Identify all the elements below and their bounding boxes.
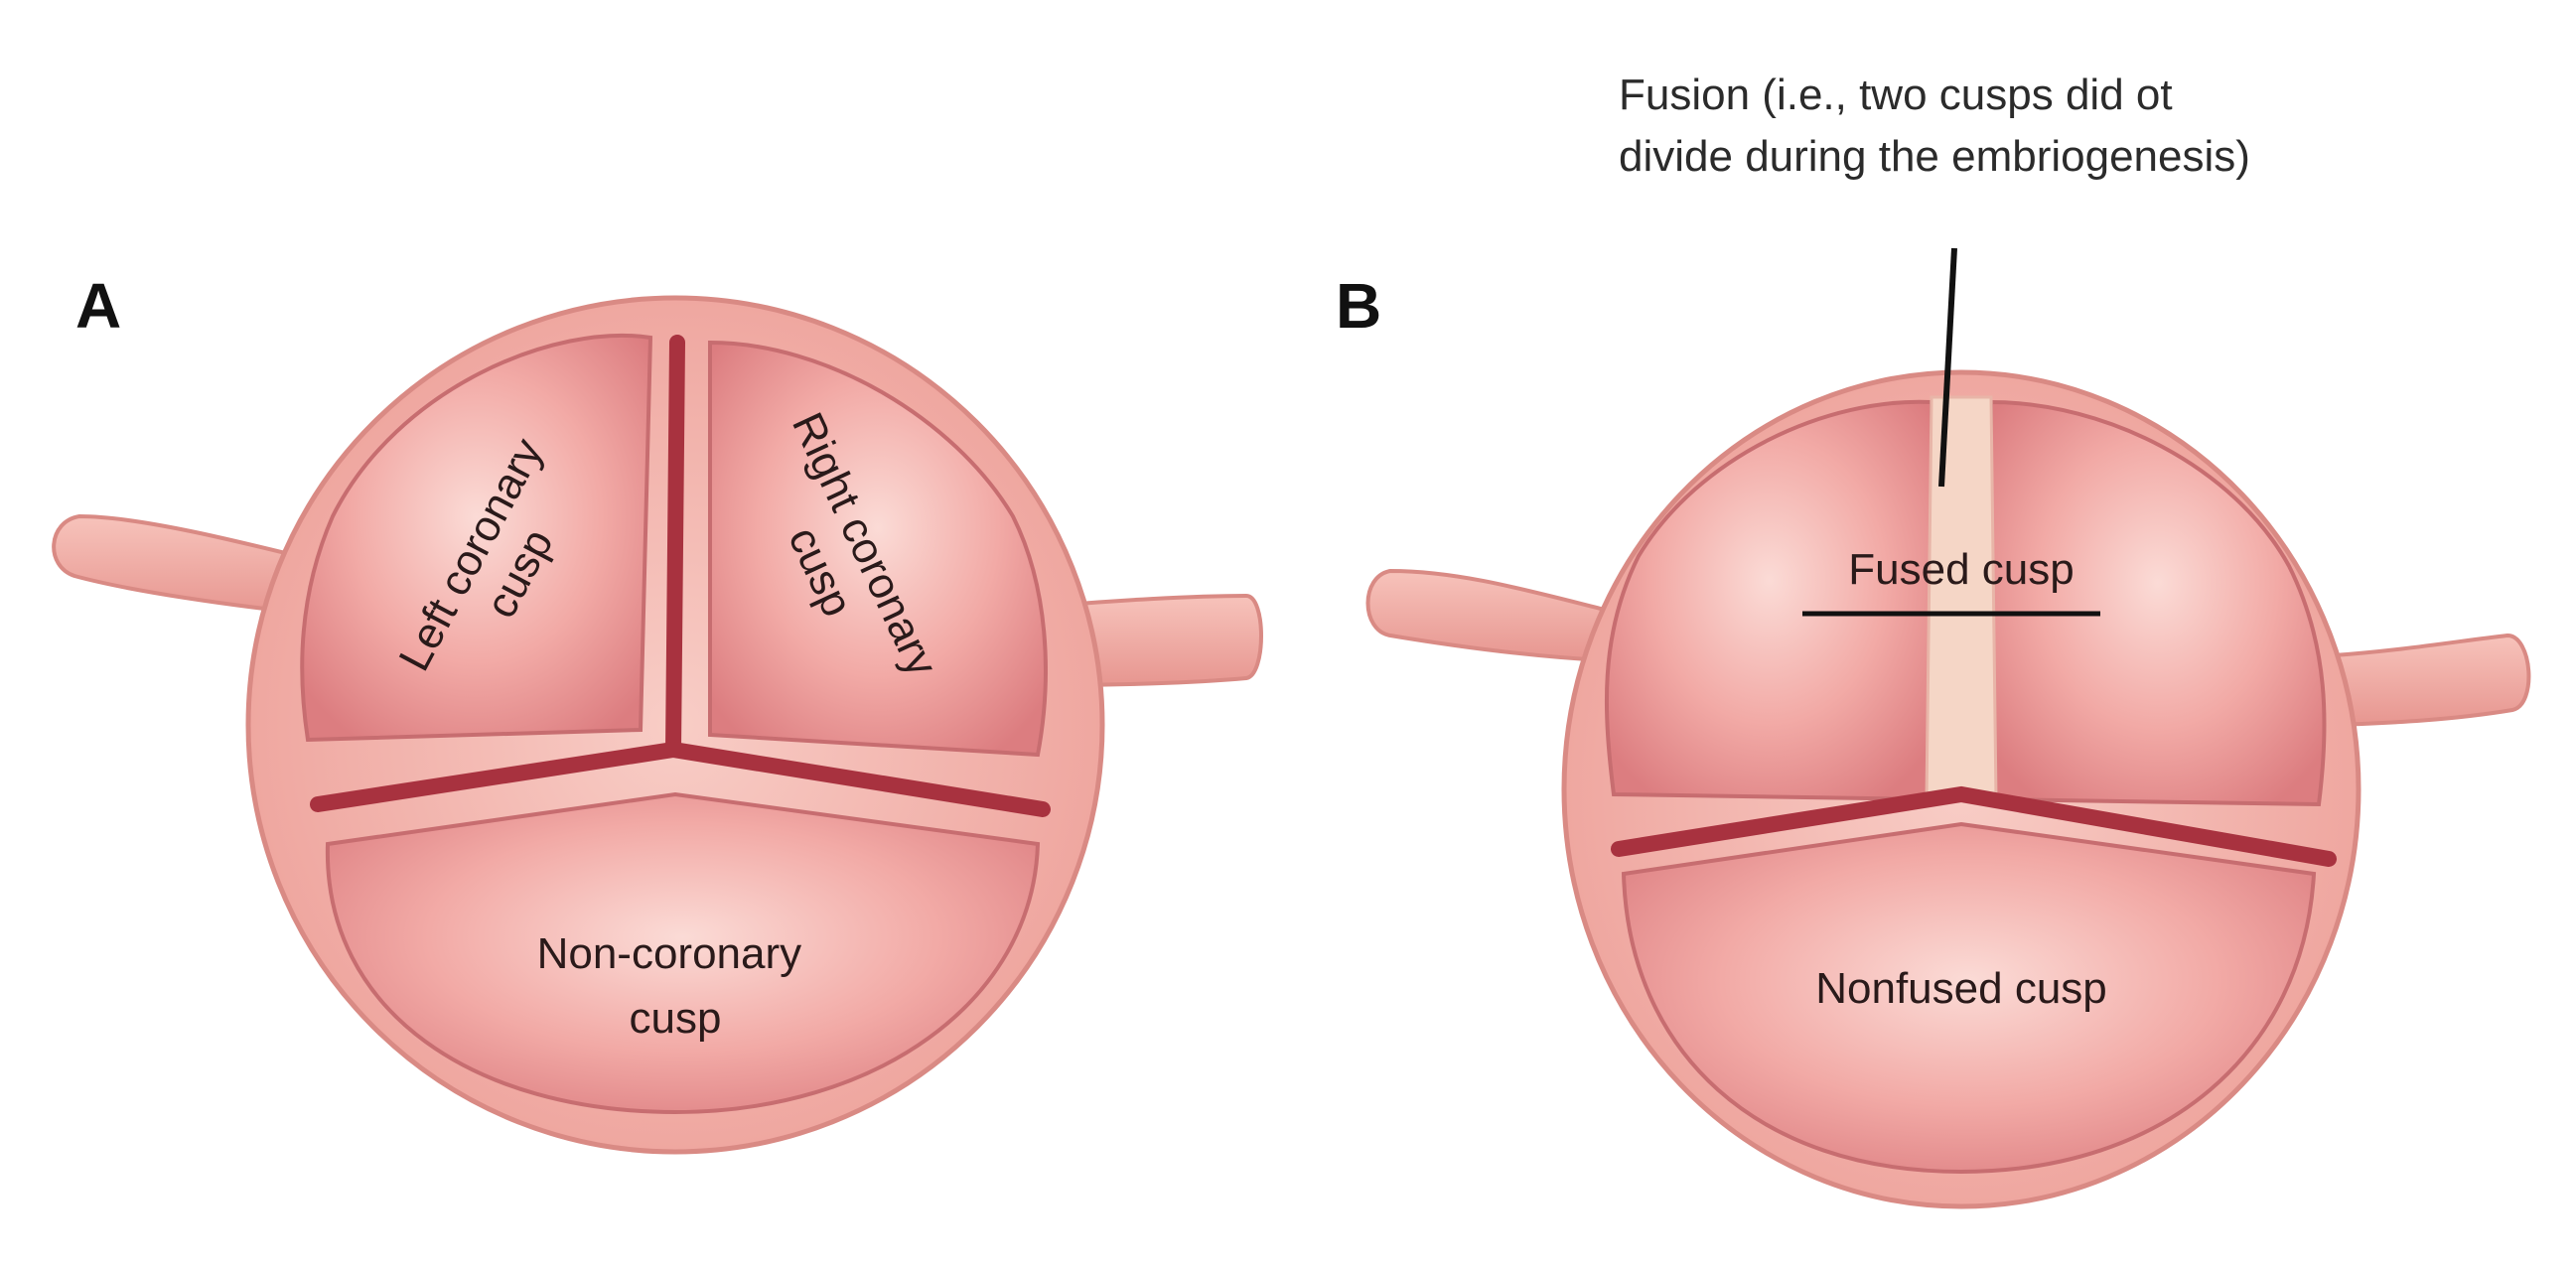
nonfused-cusp-label: Nonfused cusp bbox=[1815, 964, 2107, 1013]
panel-b-fused-cusp-left bbox=[1604, 399, 1933, 802]
panel-b-left-arm bbox=[1365, 568, 1612, 663]
panel-a-left-cusp bbox=[300, 333, 653, 743]
panel-a-commissures bbox=[310, 335, 1051, 817]
panel-a-non-cusp bbox=[325, 791, 1041, 1115]
panel-a-right-cusp bbox=[708, 340, 1048, 758]
panel-b: B Fusion (i.e., two cusps did ot divide … bbox=[1336, 70, 2531, 1209]
panel-a-non-cusp-label: Non-coronary cusp bbox=[537, 929, 814, 1043]
fusion-pointer-line bbox=[1938, 247, 1957, 488]
panel-b-raphe bbox=[1925, 395, 1998, 801]
panel-b-fused-cusp-right bbox=[1989, 399, 2327, 807]
panel-b-right-arm bbox=[2332, 633, 2531, 728]
fusion-note: Fusion (i.e., two cusps did ot divide du… bbox=[1619, 70, 2250, 181]
panel-a-letter: A bbox=[75, 270, 121, 342]
fused-cusp-label: Fused cusp bbox=[1848, 545, 2074, 594]
panel-a-left-arm bbox=[52, 513, 341, 619]
panel-a-right-arm bbox=[1051, 593, 1263, 688]
panel-b-nonfused-cusp bbox=[1621, 821, 2317, 1175]
panel-a: A Left coronary cusp Right coronary cusp… bbox=[52, 270, 1263, 1155]
panel-b-commissure bbox=[1611, 785, 2337, 867]
panel-b-letter: B bbox=[1336, 270, 1381, 342]
